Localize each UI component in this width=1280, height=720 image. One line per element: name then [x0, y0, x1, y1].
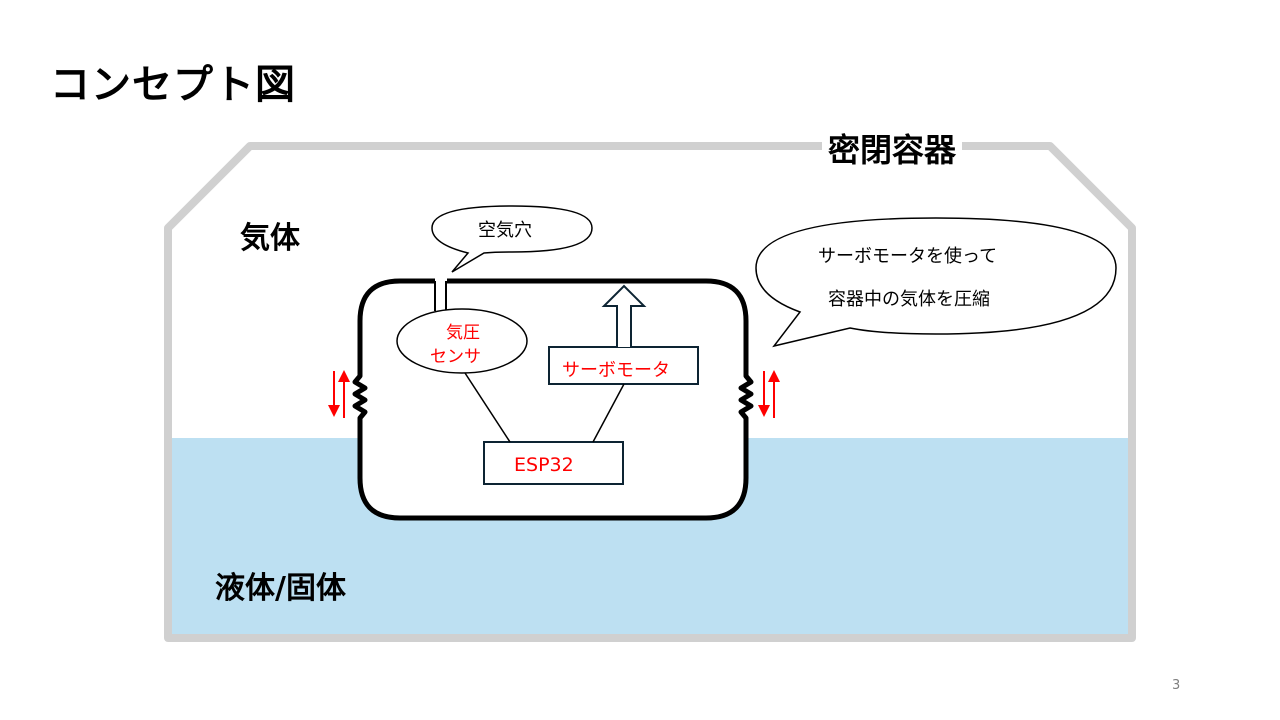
page-number: 3 [1172, 678, 1181, 693]
esp32-label: ESP32 [514, 454, 574, 476]
left-movement-arrows [328, 370, 350, 418]
air-hole-callout-bubble [431, 205, 593, 273]
servo-motor-shape [548, 346, 699, 385]
description-callout-line1: サーボモータを使って [818, 246, 998, 267]
sealed-container-label: 密閉容器 [822, 130, 963, 170]
description-callout-line2: 容器中の気体を圧縮 [828, 289, 990, 310]
servo-esp32-connection [592, 383, 625, 443]
liquid-region-label: 液体/固体 [215, 571, 346, 606]
slide-title: コンセプト図 [50, 62, 296, 108]
servo-motor-label: サーボモータ [562, 360, 670, 381]
description-callout-bubble [755, 217, 1117, 348]
sensor-esp32-connection [464, 372, 511, 443]
air-hole-label: 空気穴 [478, 220, 532, 241]
pressure-sensor-label-line2: センサ [430, 347, 481, 367]
sealed-container-outline [164, 142, 1136, 642]
pressure-sensor-label-line1: 気圧 [446, 323, 480, 343]
right-movement-arrows [758, 370, 780, 418]
gas-region-label: 気体 [240, 221, 300, 256]
pressure-sensor-shape [396, 308, 528, 374]
esp32-shape [483, 441, 624, 485]
servo-up-arrow [601, 284, 647, 347]
